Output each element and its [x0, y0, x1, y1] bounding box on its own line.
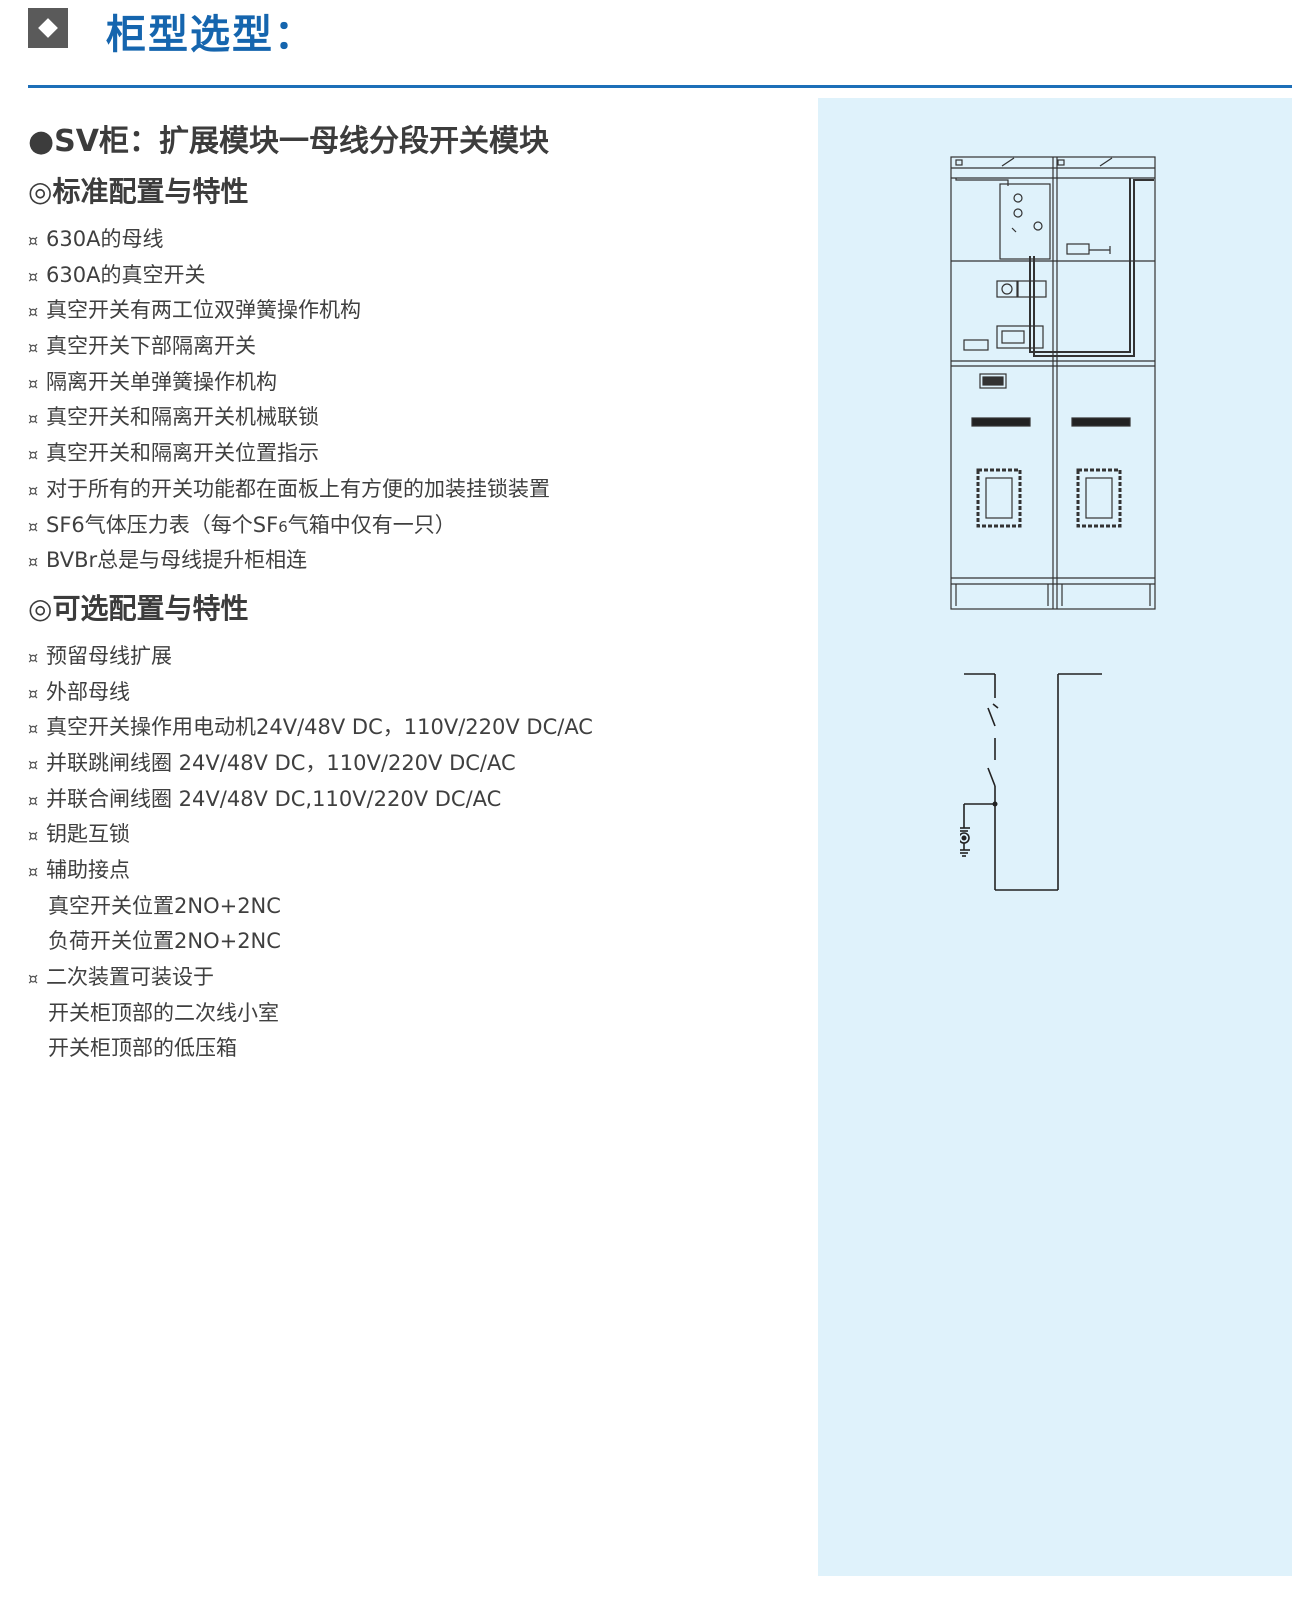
- bullet-icon: ¤: [28, 790, 39, 810]
- list-item: ¤BVBr总是与母线提升柜相连: [28, 543, 788, 579]
- bullet-icon: ¤: [28, 683, 39, 703]
- bullet-icon: ¤: [28, 338, 39, 358]
- list-item: ¤真空开关操作用电动机24V/48V DC，110V/220V DC/AC: [28, 710, 788, 746]
- list-item: ¤真空开关和隔离开关位置指示: [28, 436, 788, 472]
- list-item: 负荷开关位置2NO+2NC: [48, 929, 281, 954]
- bullet-icon: ¤: [28, 302, 39, 322]
- single-line-schematic: [960, 673, 1102, 891]
- spec-text-column: ●SV柜：扩展模块一母线分段开关模块 ◎标准配置与特性 ¤630A的母线 ¤63…: [28, 116, 788, 1073]
- bullet-icon: ¤: [28, 516, 39, 536]
- bullet-icon: ¤: [28, 969, 39, 989]
- list-item: ¤630A的真空开关: [28, 258, 788, 294]
- list-item: ¤外部母线: [28, 675, 788, 711]
- optional-config-heading: ◎可选配置与特性: [28, 585, 788, 633]
- list-item: ¤二次装置可装设于: [28, 960, 788, 996]
- standard-config-heading: ◎标准配置与特性: [28, 168, 788, 216]
- title-divider: [28, 85, 1292, 88]
- double-circle-icon: ◎: [28, 591, 53, 625]
- standard-features-list: ¤630A的母线 ¤630A的真空开关 ¤真空开关有两工位双弹簧操作机构 ¤真空…: [28, 222, 788, 579]
- bullet-icon: ¤: [28, 719, 39, 739]
- list-item: ¤预留母线扩展: [28, 639, 788, 675]
- list-item: ¤并联跳闸线圈 24V/48V DC，110V/220V DC/AC: [28, 746, 788, 782]
- list-item: ¤辅助接点: [28, 853, 788, 889]
- list-item: 真空开关位置2NO+2NC: [48, 893, 281, 918]
- module-title: ●SV柜：扩展模块一母线分段开关模块: [28, 124, 550, 159]
- list-item: ¤钥匙互锁: [28, 817, 788, 853]
- bullet-icon: ¤: [28, 266, 39, 286]
- bullet-icon: ¤: [28, 480, 39, 500]
- bullet-icon: ¤: [28, 826, 39, 846]
- diagram-panel: [818, 98, 1292, 1576]
- standard-config-heading-text: 标准配置与特性: [52, 175, 249, 208]
- cabinet-front-view-drawing: [950, 156, 1156, 610]
- list-item: ¤真空开关有两工位双弹簧操作机构: [28, 293, 788, 329]
- optional-features-list: ¤预留母线扩展 ¤外部母线 ¤真空开关操作用电动机24V/48V DC，110V…: [28, 639, 788, 1067]
- bullet-icon: ¤: [28, 552, 39, 572]
- diamond-icon: [38, 18, 58, 38]
- page-title: 柜型选型：: [106, 12, 316, 58]
- bullet-icon: ¤: [28, 862, 39, 881]
- list-item: ¤并联合闸线圈 24V/48V DC,110V/220V DC/AC: [28, 782, 788, 818]
- list-item: 开关柜顶部的二次线小室: [48, 1000, 279, 1025]
- bullet-icon: ¤: [28, 231, 39, 250]
- list-item: 开关柜顶部的低压箱: [48, 1036, 237, 1061]
- bullet-icon: ¤: [28, 409, 39, 429]
- list-item: ¤对于所有的开关功能都在面板上有方便的加装挂锁装置: [28, 472, 788, 508]
- bullet-icon: ¤: [28, 373, 39, 393]
- optional-config-heading-text: 可选配置与特性: [52, 591, 249, 625]
- bullet-icon: ¤: [28, 754, 39, 774]
- bullet-icon: ¤: [28, 445, 39, 465]
- list-item: ¤隔离开关单弹簧操作机构: [28, 365, 788, 401]
- double-circle-icon: ◎: [28, 175, 53, 208]
- list-item: ¤真空开关和隔离开关机械联锁: [28, 400, 788, 436]
- bullet-icon: ¤: [28, 647, 39, 667]
- section-marker-icon: [28, 8, 68, 48]
- list-item: ¤SF6气体压力表（每个SF6气箱中仅有一只）: [28, 508, 788, 544]
- list-item: ¤630A的母线: [28, 222, 788, 258]
- list-item: ¤真空开关下部隔离开关: [28, 329, 788, 365]
